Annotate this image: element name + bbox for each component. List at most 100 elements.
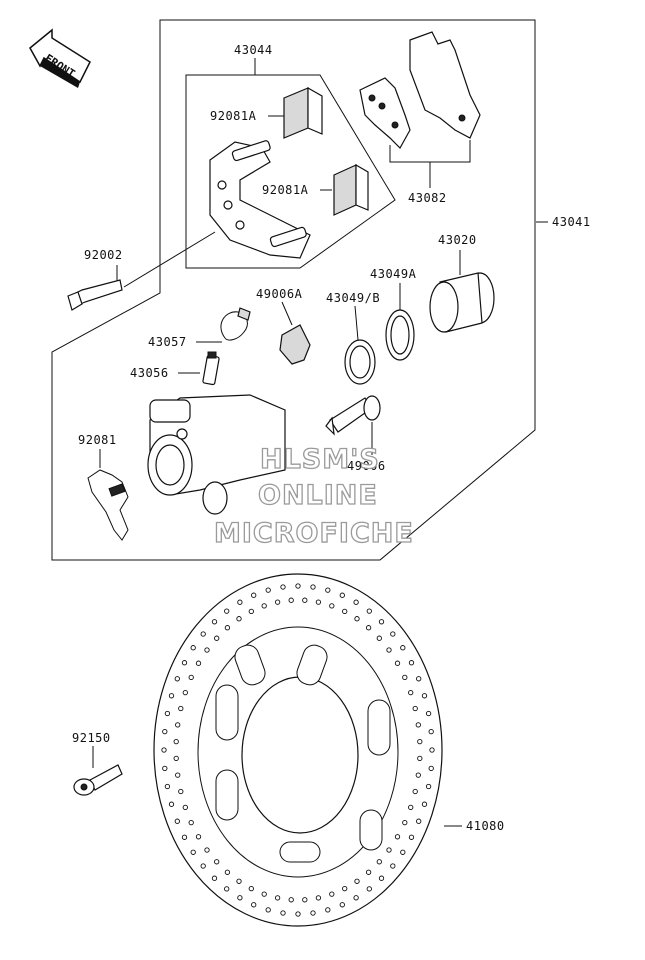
pad-spring-middle — [333, 163, 369, 216]
disc-hole — [161, 747, 167, 753]
disc-hole — [325, 907, 331, 913]
disc-hole — [224, 886, 230, 892]
disc-hole — [353, 895, 359, 901]
disc-hole — [310, 584, 316, 590]
disc-hole — [366, 886, 372, 892]
disc-hole — [168, 693, 175, 699]
label-92081a-middle: 92081A — [262, 183, 309, 197]
bracket-assembly-frame — [185, 74, 396, 269]
disc-hole — [182, 804, 188, 811]
disc-hole — [162, 728, 168, 735]
disc-hole — [425, 783, 432, 790]
caliper-bracket — [209, 140, 311, 259]
disc-hole — [182, 689, 188, 696]
disc-hole — [274, 599, 281, 605]
disc-hole — [188, 674, 194, 681]
pad-retainer-spring — [87, 469, 129, 541]
disc-hole — [386, 647, 392, 653]
disc-hole — [428, 765, 434, 772]
disc-hole — [168, 801, 175, 807]
disc-hole — [181, 834, 188, 840]
disc-hole — [429, 747, 435, 753]
disc-hole — [174, 676, 180, 682]
disc-hole — [295, 583, 301, 589]
disc-hole — [315, 599, 322, 605]
disc-hole — [400, 849, 406, 855]
disc-hole — [353, 599, 359, 605]
disc-hole — [224, 625, 231, 631]
disc-hole — [261, 891, 267, 897]
disc-hole — [214, 635, 220, 641]
label-43041: 43041 — [552, 215, 591, 229]
disc-hole — [173, 755, 179, 762]
disc-hole — [261, 603, 267, 609]
watermark-line-1: HLSM'S — [260, 444, 380, 475]
watermark-line-3: MICROFICHE — [214, 518, 414, 549]
brake-disc — [153, 573, 443, 927]
disc-bolt — [73, 764, 123, 796]
label-49006: 49006 — [347, 459, 386, 473]
disc-hole — [365, 869, 372, 875]
disc-hole — [412, 788, 418, 795]
disc-hole — [236, 878, 242, 884]
disc-hole — [376, 635, 382, 641]
disc-hole — [408, 804, 414, 811]
disc-hole — [325, 587, 331, 593]
disc-hole — [237, 895, 243, 901]
disc-hole — [415, 772, 421, 778]
watermark: HLSM'S ONLINE MICROFICHE — [213, 443, 414, 549]
disc-hole — [394, 660, 401, 666]
disc-hole — [365, 625, 372, 631]
label-43049b: 43049/B — [326, 291, 380, 305]
disc-hole — [224, 608, 230, 614]
disc-hole — [190, 849, 196, 855]
label-41080: 41080 — [466, 819, 505, 833]
disc-hole — [302, 597, 308, 603]
mounting-bolt — [67, 279, 123, 311]
label-43082: 43082 — [408, 191, 447, 205]
disc-hole — [400, 645, 406, 651]
disc-hole — [417, 738, 423, 745]
disc-hole — [248, 885, 254, 892]
disc-hole — [376, 859, 382, 865]
disc-hole — [342, 885, 348, 892]
disc-hole — [408, 689, 414, 696]
label-43044: 43044 — [234, 43, 273, 57]
disc-hole — [416, 818, 422, 824]
label-92150: 92150 — [72, 731, 111, 745]
disc-hole — [200, 631, 206, 637]
disc-hole — [378, 619, 385, 625]
disc-hole — [378, 875, 385, 881]
disc-hole — [175, 722, 181, 728]
disc-hole — [175, 772, 181, 778]
disc-hole — [200, 863, 206, 869]
disc-hole — [302, 897, 308, 903]
bleeder-valve — [202, 351, 220, 386]
disc-hole — [390, 631, 396, 637]
disc-hole — [211, 875, 218, 881]
disc-hole — [295, 911, 301, 917]
disc-hole — [310, 910, 316, 916]
pin-boot — [279, 324, 311, 365]
disc-hole — [408, 660, 415, 666]
part-labels: 43044 92081A 92081A 43082 43041 92002 43… — [72, 43, 591, 833]
disc-hole — [251, 902, 257, 908]
label-43056: 43056 — [130, 366, 169, 380]
brake-pads — [359, 31, 481, 149]
watermark-line-2: ONLINE — [258, 480, 378, 511]
disc-hole — [329, 603, 335, 609]
caliper-body — [147, 394, 286, 515]
disc-hole — [417, 755, 423, 762]
disc-hole — [428, 728, 434, 735]
label-92081a-top: 92081A — [210, 109, 257, 123]
bleeder-cap — [220, 307, 251, 341]
disc-hole — [164, 710, 171, 717]
disc-hole — [178, 788, 184, 795]
front-arrow-icon: FRONT — [29, 28, 91, 88]
disc-hole — [195, 660, 202, 666]
disc-hole — [204, 847, 210, 853]
disc-hole — [416, 676, 422, 682]
disc-hole — [402, 819, 408, 826]
disc-hole — [178, 705, 184, 712]
